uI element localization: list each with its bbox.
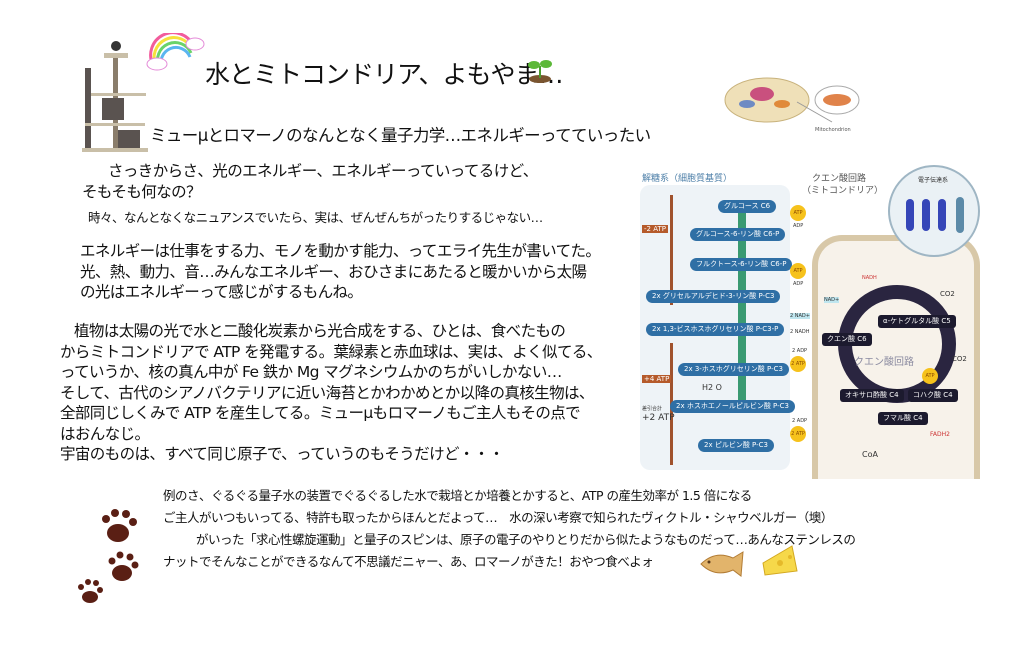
glyco-step: 2x 3-ホスホグリセリン酸 P-C3 (678, 363, 789, 376)
text-line: そもそも何なの？ (82, 182, 202, 201)
tca-step: クエン酸 C6 (822, 333, 872, 346)
paragraph-3: 植物は太陽の光で水と二酸化炭素から光合成をする、ひとは、食べたもの からミトコン… (60, 321, 602, 465)
etc-inset: 電子伝達系 (888, 165, 980, 257)
subtitle: ミューμとロマーノのなんとなく量子力学…エネルギーってていったい (150, 126, 651, 145)
complex-i-icon (906, 199, 914, 231)
plus-atp-label: +4 ATP (642, 375, 672, 383)
adp-label: ADP (793, 281, 804, 287)
nadh-label: 2 NADH (790, 329, 810, 335)
atp-badge: ATP (790, 263, 806, 279)
text-line: 植物は太陽の光で水と二酸化炭素から光合成をする、ひとは、食べたもの (74, 322, 566, 340)
text-line: ご主人がいつもいってる、特許も取ったからほんとだよって… 水の深い考察で知られた… (163, 510, 833, 525)
text-line: ナットでそんなことができるなんて不思議だニャー、あ、ロマーノがきた！おやつ食べよ… (163, 554, 654, 569)
atp-badge: ATP (790, 205, 806, 221)
glyco-step: 2x 1,3-ビスホスホグリセリン酸 P-C3-P (646, 323, 785, 336)
atp-badge: 2 ATP (790, 356, 806, 372)
glyco-step: グルコース C6 (718, 200, 777, 213)
glyco-step: 2x ホスホエノールピルビン酸 P-C3 (670, 400, 795, 413)
flow-arrow (738, 212, 746, 412)
nad-label: NAD+ (824, 297, 840, 303)
text-line: からミトコンドリアで ATP を発電する。葉緑素と赤血球は、実は、よく似てる、 (60, 342, 602, 361)
text-line: はおんなじ。 (60, 424, 150, 443)
coa-label: CoA (862, 450, 878, 459)
glyco-step: 2x ピルビン酸 P-C3 (698, 439, 774, 452)
cheese-icon (762, 545, 798, 576)
adp-label: 2 ADP (792, 418, 808, 424)
text-line: がいった「求心性螺旋運動」と量子のスピンは、原子の電子のやりとりだから似たような… (196, 532, 856, 547)
tca-center-label: クエン酸回路 (854, 357, 914, 368)
paw-prints-icon (78, 509, 139, 603)
rainbow-icon (146, 33, 205, 71)
text-line: 全部同じしくみで ATP を産生してる。ミューμもロマーノもご主人もその点で (60, 404, 581, 422)
adp-label: ADP (793, 223, 804, 229)
taiyaki-icon (700, 551, 744, 577)
nadh-label: NADH (862, 275, 877, 281)
complex-iii-icon (922, 199, 930, 231)
atp-synthase-icon (956, 197, 964, 233)
etc-title: 電子伝達系 (918, 177, 949, 184)
co2-label: CO2 (952, 355, 967, 363)
text-line: さっきからさ、光のエネルギー、エネルギーっていってるけど、 (108, 162, 538, 180)
text-line: っていうか、核の真ん中が Fe 鉄か Mg マグネシウムかのちがいしかない… (60, 363, 562, 381)
glyco-step: フルクトース-6-リン酸 C6-P (690, 258, 793, 271)
page-title: 水とミトコンドリア、よもやま… (205, 60, 564, 89)
text-line: 宇宙のものは、すべて同じ原子で、っていうのもそうだけど・・・ (60, 445, 504, 463)
glycolysis-title: 解糖系（細胞質基質） (642, 174, 733, 184)
net-label: 差引合計 (642, 406, 663, 412)
paragraph-2: エネルギーは仕事をする力、モノを動かす能力、ってエライ先生が書いてた。 光、熱、… (80, 241, 601, 303)
atp-badge: ATP (922, 368, 938, 384)
fadh2-label: FADH2 (930, 431, 950, 438)
cat-tower-illustration (82, 41, 148, 152)
tca-step: フマル酸 C4 (878, 412, 928, 425)
co2-label: CO2 (940, 290, 955, 298)
paragraph-1-note: 時々、なんとなくなニュアンスでいたら、実は、ぜんぜんちがったりするじゃない… (88, 210, 543, 225)
complex-iv-icon (938, 199, 946, 231)
adp-label: 2 ADP (792, 348, 808, 354)
text-line: の光はエネルギーって感じがするもんね。 (80, 283, 363, 301)
cell-mitochondrion-illustration (724, 77, 860, 123)
glyco-step: グルコース-6-リン酸 C6-P (690, 228, 786, 241)
h2o-label: H2 O (702, 383, 722, 392)
text-line: 光、熱、動力、音…みんなエネルギー、おひさまにあたると暖かいから太陽 (80, 262, 587, 281)
mitochondrion-label: Mitochondrion (815, 127, 851, 133)
atp-badge: 2 ATP (790, 426, 806, 442)
tca-step: オキサロ酢酸 C4 (840, 389, 904, 402)
bracket-invest (670, 195, 673, 305)
nad-label: 2 NAD+ (790, 313, 810, 319)
net-atp-label: +2 ATP (642, 413, 675, 423)
glyco-step: 2x グリセルアルデヒド-3-リン酸 P-C3 (646, 290, 781, 303)
bottom-paragraph: 例のさ、ぐるぐる量子水の装置でぐるぐるした水で栽培とか培養とかすると、ATP の… (163, 485, 856, 573)
tca-title: クエン酸回路 (812, 174, 867, 184)
text-line: エネルギーは仕事をする力、モノを動かす能力、ってエライ先生が書いてた。 (80, 242, 601, 260)
text-line: 例のさ、ぐるぐる量子水の装置でぐるぐるした水で栽培とか培養とかすると、ATP の… (163, 488, 752, 503)
text-line: そして、古代のシアノバクテリアに近い海苔とかわかめとか以降の真核生物は、 (60, 383, 594, 402)
tca-step: α-ケトグルタル酸 C5 (878, 315, 956, 328)
tca-step: コハク酸 C4 (908, 389, 958, 402)
minus-atp-label: -2 ATP (642, 225, 668, 233)
metabolism-diagram: 解糖系（細胞質基質） -2 ATP +4 ATP 差引合計 +2 ATP グルコ… (640, 165, 980, 479)
paragraph-1: さっきからさ、光のエネルギー、エネルギーっていってるけど、 そもそも何なの？ (82, 161, 538, 202)
tca-title: （ミトコンドリア） (802, 186, 884, 196)
sprout-icon (528, 60, 552, 83)
